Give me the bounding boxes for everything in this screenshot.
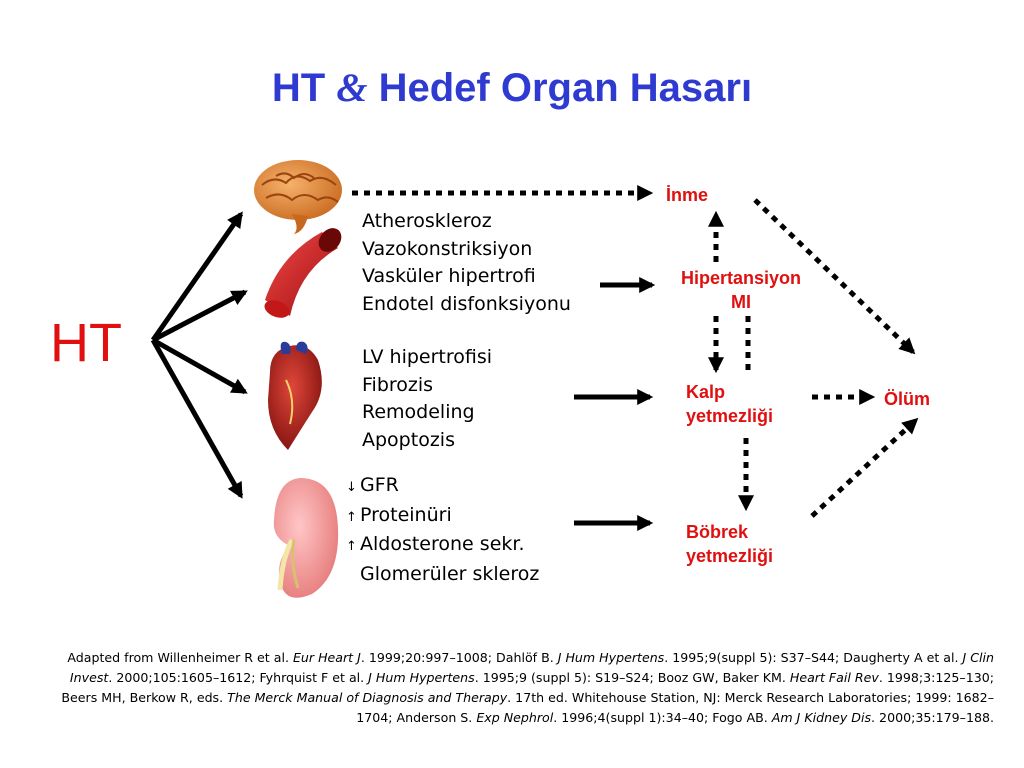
kidney-effects-list: ↓GFR ↑Proteinüri ↑Aldosterone sekr. Glom…: [346, 472, 540, 588]
arrow-ht-to-kidney: [150, 338, 244, 499]
arrow-ht-to-brain: [150, 211, 244, 342]
arrow-ht-to-heart: [151, 337, 248, 395]
list-item: ↑Proteinüri: [346, 502, 539, 532]
kidney-icon: [273, 478, 339, 598]
arrow-ht-to-artery: [151, 289, 248, 343]
list-item: ↑Aldosterone sekr.: [346, 531, 539, 561]
list-item: LV hipertrofisi: [362, 346, 493, 368]
list-item: ↓GFR: [346, 472, 539, 502]
outcome-mi: MI: [731, 292, 751, 312]
solid-arrows: [574, 276, 656, 532]
list-item: Atheroskleroz: [362, 210, 492, 232]
vessel-effects-list: Atheroskleroz Vazokonstriksiyon Vasküler…: [362, 208, 571, 318]
heart-effects-list: LV hipertrofisi Fibrozis Remodeling Apop…: [362, 344, 492, 454]
dotted-arrows: [352, 184, 919, 518]
arrow-bobrek-to-olum: [810, 417, 919, 518]
references: Adapted from Willenheimer R et al. Eur H…: [61, 650, 994, 725]
list-item: Remodeling: [362, 401, 475, 423]
outcome-olum: Ölüm: [884, 389, 931, 409]
title-ampersand: &: [336, 65, 368, 110]
outcome-bobrek-yetmezligi: Böbrek yetmezliği: [686, 522, 774, 566]
list-item: Endotel disfonksiyonu: [362, 292, 571, 315]
ht-label: HT: [50, 313, 122, 373]
list-item: Apoptozis: [362, 428, 455, 451]
arrow-up-icon: ↑: [346, 509, 357, 525]
outcome-inme: İnme: [666, 185, 709, 205]
page-title: HT & Hedef Organ Hasarı: [0, 64, 1024, 111]
outcome-hipertansiyon: Hipertansiyon: [680, 268, 802, 288]
arrow-down-icon: ↓: [346, 480, 357, 495]
outcome-kalp-yetmezligi: Kalp yetmezliği: [686, 382, 774, 426]
ht-fan-arrows: [150, 211, 248, 499]
title-suffix: Hedef Organ Hasarı: [378, 66, 753, 110]
title-prefix: HT: [271, 66, 326, 110]
brain-icon: [254, 160, 342, 234]
arrow-up-icon: ↑: [346, 539, 357, 554]
list-item: Vasküler hipertrofi: [362, 265, 536, 287]
artery-icon: [264, 228, 342, 318]
heart-icon: [268, 341, 322, 450]
list-item: Glomerüler skleroz: [360, 562, 540, 585]
outcome-hipertansiyon-mi: Hipertansiyon MI: [664, 266, 818, 314]
arrow-inme-to-olum: [753, 198, 916, 355]
list-item: Fibrozis: [362, 373, 434, 396]
list-item: Vazokonstriksiyon: [362, 237, 533, 260]
